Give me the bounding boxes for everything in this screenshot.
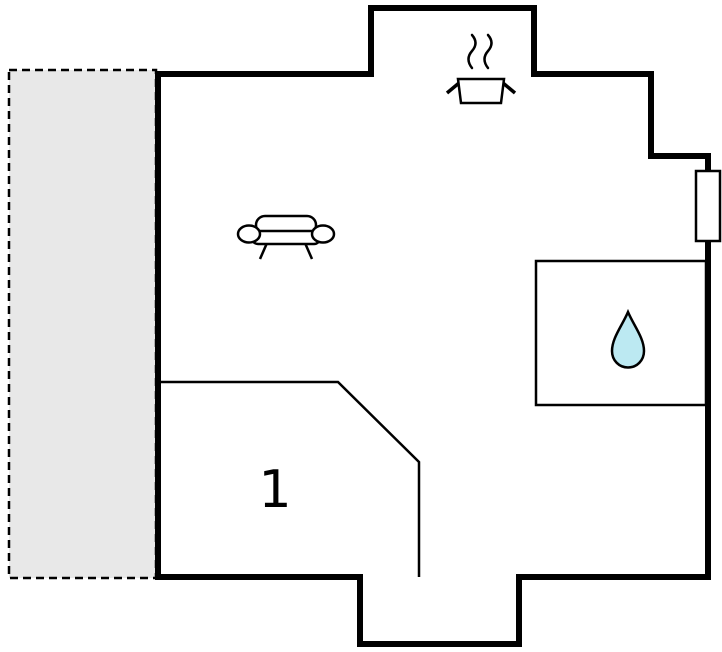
window-marker [694, 169, 722, 243]
water-drop-icon [610, 308, 646, 369]
outer-wall-outline [155, 5, 711, 647]
terrace-area [7, 68, 158, 580]
room1-interior-wall [158, 380, 421, 577]
room1-label: 1 [258, 460, 291, 520]
sofa-icon [236, 214, 336, 260]
stove-icon [445, 33, 517, 105]
